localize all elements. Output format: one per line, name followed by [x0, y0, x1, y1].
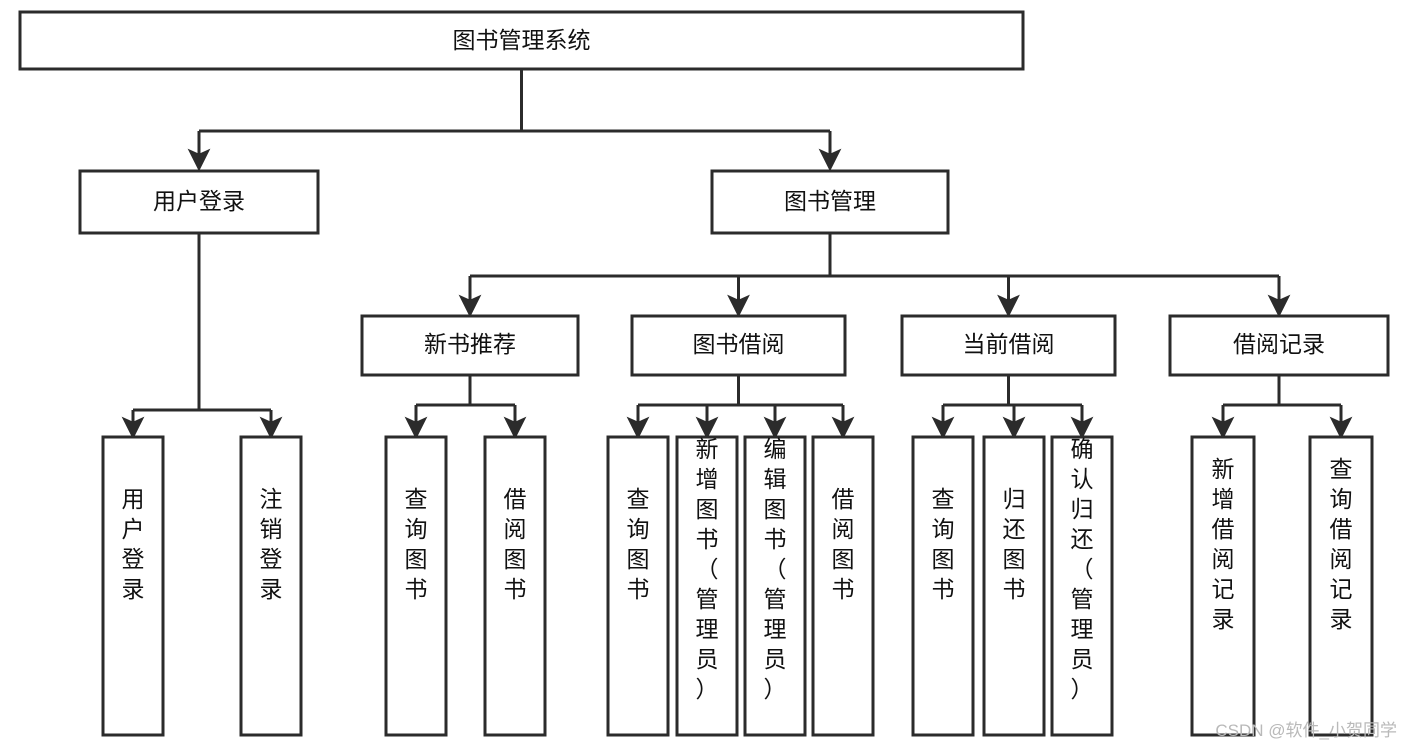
node-current-borrow-label: 当前借阅 [963, 331, 1055, 357]
node-book-manage-box[interactable] [710, 169, 950, 235]
node-leaf-query-book-c-label: 查询图书 [932, 486, 955, 602]
node-user-login[interactable]: 用户登录 [78, 169, 320, 235]
node-leaf-user-logout-box[interactable] [239, 435, 303, 737]
node-leaf-return-book-label: 归还图书 [1003, 486, 1026, 602]
node-leaf-query-record-box[interactable] [1308, 435, 1374, 737]
node-borrow-record-label: 借阅记录 [1233, 331, 1325, 357]
node-leaf-query-book-rec-box[interactable] [384, 435, 448, 737]
node-boxes: 图书管理系统 用户登录 图书管理 新书推荐 图书借阅 [18, 10, 1390, 737]
node-leaf-add-book-label: 新增图书（管理员） [696, 436, 719, 702]
node-leaf-borrow-book-b[interactable]: 借阅图书 [811, 435, 875, 737]
node-current-borrow-box[interactable] [900, 314, 1117, 377]
node-root-box[interactable] [18, 10, 1025, 71]
node-borrow-record[interactable]: 借阅记录 [1168, 314, 1390, 377]
node-leaf-confirm-return[interactable]: 确认归还（管理员） [1050, 435, 1114, 737]
node-leaf-borrow-book-rec[interactable]: 借阅图书 [483, 435, 547, 737]
node-new-book-rec[interactable]: 新书推荐 [360, 314, 580, 377]
node-leaf-confirm-return-label: 确认归还（管理员） [1071, 436, 1094, 702]
node-borrow-record-box[interactable] [1168, 314, 1390, 377]
node-leaf-confirm-return-box[interactable] [1050, 435, 1114, 737]
node-new-book-rec-box[interactable] [360, 314, 580, 377]
node-leaf-query-book-c-box[interactable] [911, 435, 975, 737]
node-user-login-box[interactable] [78, 169, 320, 235]
node-leaf-edit-book-label: 编辑图书（管理员） [764, 436, 787, 702]
node-leaf-query-book-rec[interactable]: 查询图书 [384, 435, 448, 737]
node-leaf-query-book-rec-label: 查询图书 [405, 486, 428, 602]
node-leaf-query-record[interactable]: 查询借阅记录 [1308, 435, 1374, 737]
node-book-manage[interactable]: 图书管理 [710, 169, 950, 235]
node-new-book-rec-label: 新书推荐 [424, 331, 516, 357]
node-leaf-query-book-b-label: 查询图书 [627, 486, 650, 602]
node-leaf-borrow-book-b-label: 借阅图书 [832, 486, 855, 602]
node-book-manage-label: 图书管理 [784, 188, 876, 214]
node-user-login-label: 用户登录 [153, 188, 245, 214]
node-book-borrow-box[interactable] [630, 314, 847, 377]
node-leaf-user-logout[interactable]: 注销登录 [239, 435, 303, 737]
node-leaf-user-login[interactable]: 用户登录 [101, 435, 165, 737]
node-leaf-borrow-book-rec-box[interactable] [483, 435, 547, 737]
node-leaf-edit-book-box[interactable] [743, 435, 807, 737]
node-leaf-query-book-c[interactable]: 查询图书 [911, 435, 975, 737]
node-leaf-add-record[interactable]: 新增借阅记录 [1190, 435, 1256, 737]
node-book-borrow[interactable]: 图书借阅 [630, 314, 847, 377]
node-root-label: 图书管理系统 [453, 27, 591, 53]
node-root[interactable]: 图书管理系统 [18, 10, 1025, 71]
node-leaf-edit-book[interactable]: 编辑图书（管理员） [743, 435, 807, 737]
node-leaf-add-book[interactable]: 新增图书（管理员） [675, 435, 739, 737]
node-leaf-add-record-label: 新增借阅记录 [1212, 456, 1235, 632]
node-leaf-add-record-box[interactable] [1190, 435, 1256, 737]
connector-edges [121, 69, 1353, 440]
node-leaf-return-book-box[interactable] [982, 435, 1046, 737]
node-leaf-user-login-label: 用户登录 [122, 486, 145, 602]
node-leaf-query-book-b-box[interactable] [606, 435, 670, 737]
node-leaf-user-login-box[interactable] [101, 435, 165, 737]
node-leaf-query-book-b[interactable]: 查询图书 [606, 435, 670, 737]
node-current-borrow[interactable]: 当前借阅 [900, 314, 1117, 377]
node-leaf-user-logout-label: 注销登录 [260, 486, 283, 602]
node-leaf-add-book-box[interactable] [675, 435, 739, 737]
node-leaf-borrow-book-rec-label: 借阅图书 [504, 486, 527, 602]
node-leaf-borrow-book-b-box[interactable] [811, 435, 875, 737]
node-leaf-return-book[interactable]: 归还图书 [982, 435, 1046, 737]
node-leaf-query-record-label: 查询借阅记录 [1330, 456, 1353, 632]
node-book-borrow-label: 图书借阅 [693, 331, 785, 357]
